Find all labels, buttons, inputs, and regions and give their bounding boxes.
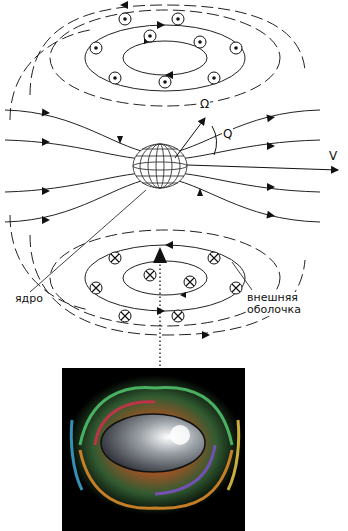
- shell-label: внешняя оболочка: [246, 292, 310, 316]
- core-label: ядро: [14, 293, 44, 305]
- charge-symbol: Q: [222, 128, 233, 141]
- velocity-symbol: V: [328, 150, 338, 163]
- glow-picture: [62, 368, 245, 531]
- rotation-symbol: Ω: [199, 98, 210, 111]
